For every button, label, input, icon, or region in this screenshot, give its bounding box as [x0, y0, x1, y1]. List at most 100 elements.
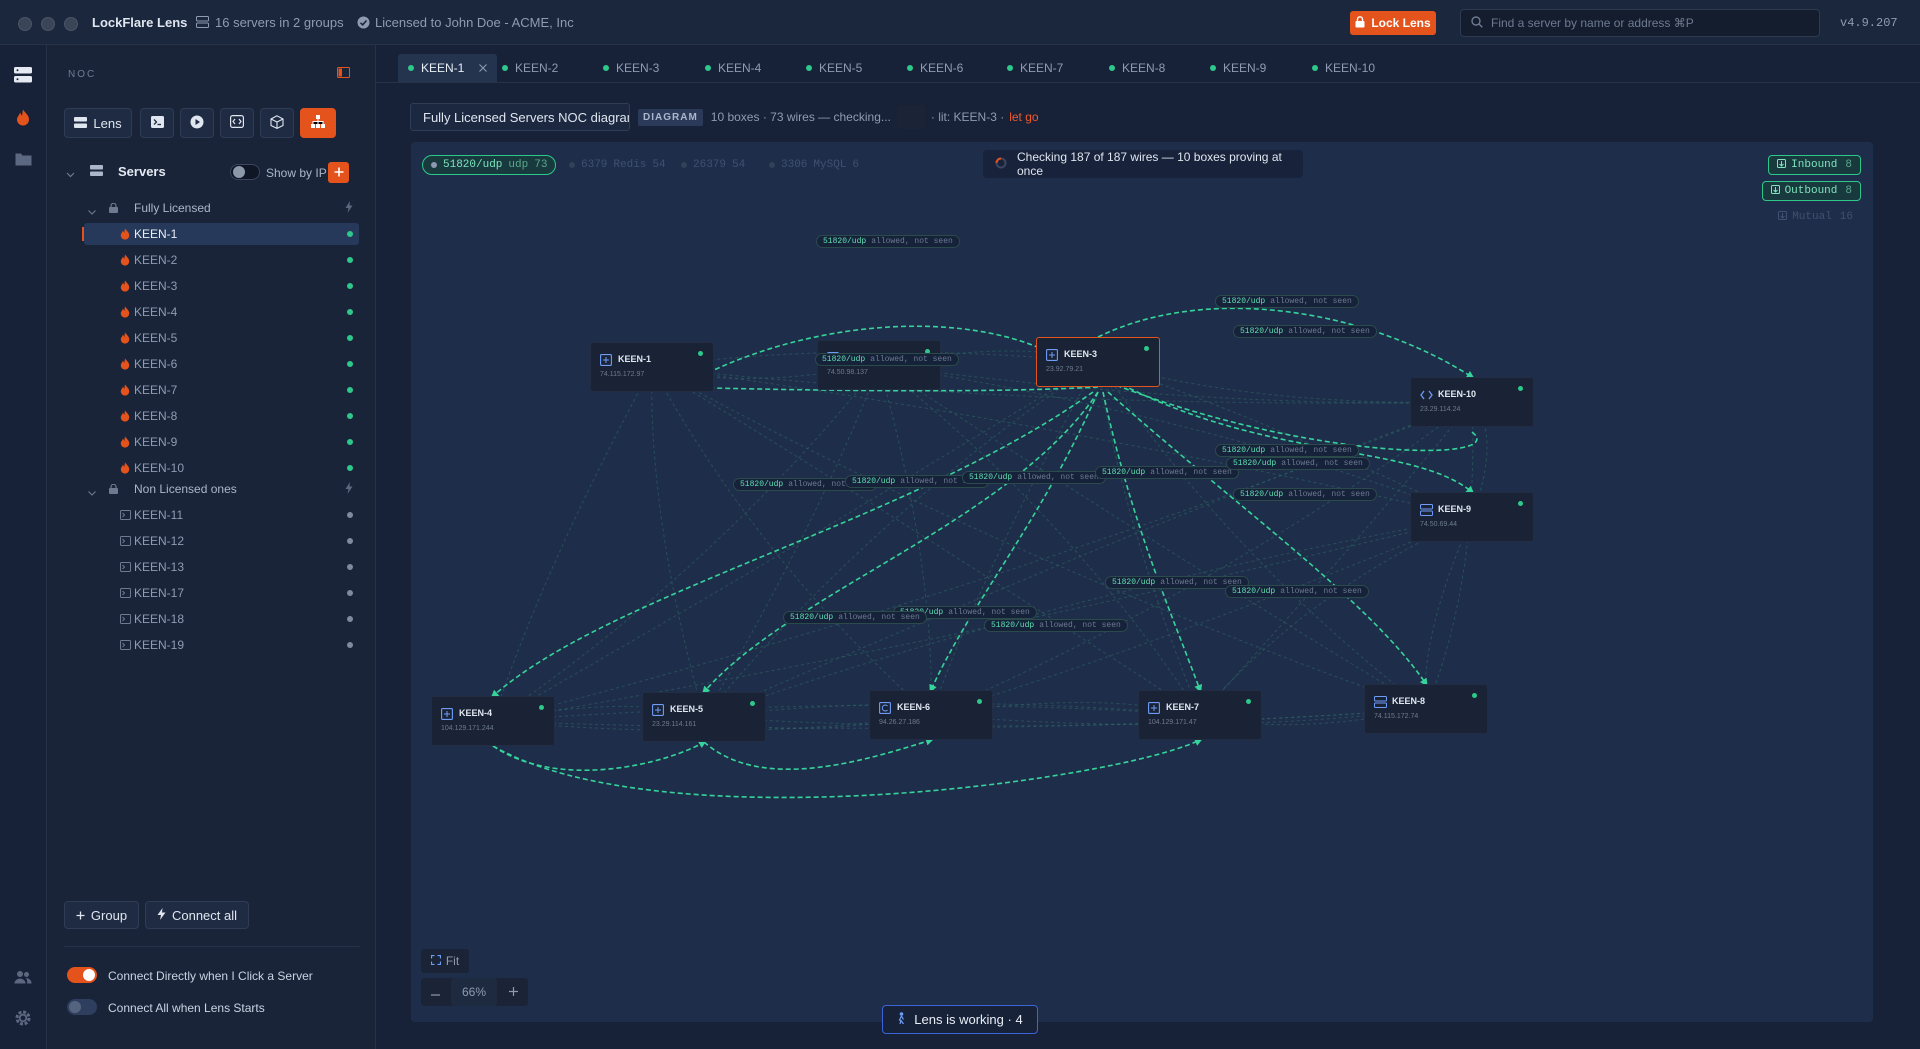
- tab-keen-6[interactable]: KEEN-6: [897, 54, 973, 82]
- connect-all-button[interactable]: Connect all: [145, 901, 249, 929]
- rail-servers-icon[interactable]: [13, 65, 33, 85]
- active-wire[interactable]: [929, 391, 1099, 693]
- active-wire[interactable]: [492, 738, 1203, 799]
- rail-folder-icon[interactable]: [13, 149, 33, 169]
- tab-keen-7[interactable]: KEEN-7: [997, 54, 1073, 82]
- tab-keen-1[interactable]: KEEN-1: [398, 54, 498, 82]
- rail-settings-gear-icon[interactable]: [13, 1008, 33, 1028]
- play-button[interactable]: [180, 108, 214, 138]
- active-wire[interactable]: [702, 391, 1099, 695]
- connect-all-start-toggle[interactable]: [67, 999, 97, 1015]
- sidebar-item-keen-1[interactable]: KEEN-1: [82, 223, 359, 245]
- rail-flame-icon[interactable]: [13, 107, 33, 127]
- active-wire[interactable]: [492, 740, 707, 772]
- diagram-button[interactable]: [300, 108, 336, 138]
- server-group[interactable]: Fully Licensed: [84, 197, 359, 219]
- package-button[interactable]: [260, 108, 294, 138]
- terminal-button[interactable]: [140, 108, 174, 138]
- active-wire[interactable]: [490, 391, 1094, 698]
- tab-keen-8[interactable]: KEEN-8: [1099, 54, 1175, 82]
- active-wire[interactable]: [703, 737, 934, 770]
- show-by-ip-toggle[interactable]: [230, 164, 260, 180]
- rail-users-icon[interactable]: [13, 967, 33, 987]
- active-wire[interactable]: [1097, 307, 1475, 379]
- sidebar-item-keen-3[interactable]: KEEN-3: [84, 275, 359, 297]
- add-group-button[interactable]: Group: [64, 901, 139, 929]
- window-close-button[interactable]: [18, 17, 32, 31]
- tab-keen-4[interactable]: KEEN-4: [695, 54, 771, 82]
- active-wire[interactable]: [1107, 391, 1428, 687]
- sidebar-item-keen-9[interactable]: KEEN-9: [84, 431, 359, 453]
- let-go-link[interactable]: let go: [1009, 110, 1039, 124]
- fit-button[interactable]: Fit: [421, 949, 469, 973]
- code-button[interactable]: [220, 108, 254, 138]
- active-wire[interactable]: [1105, 380, 1478, 452]
- lock-lens-button[interactable]: Lock Lens: [1350, 11, 1436, 35]
- sidebar-item-keen-7[interactable]: KEEN-7: [84, 379, 359, 401]
- server-group[interactable]: Non Licensed ones: [84, 478, 359, 500]
- sidebar-item-keen-4[interactable]: KEEN-4: [84, 301, 359, 323]
- sidebar-item-keen-18[interactable]: KEEN-18: [84, 608, 359, 630]
- close-icon[interactable]: [479, 61, 488, 75]
- lens-working-indicator[interactable]: Lens is working · 4: [882, 1005, 1038, 1034]
- sidebar-item-keen-8[interactable]: KEEN-8: [84, 405, 359, 427]
- add-server-button[interactable]: [328, 162, 349, 183]
- chevron-down-icon[interactable]: [66, 167, 75, 181]
- sidebar-item-keen-10[interactable]: KEEN-10: [84, 457, 359, 479]
- sidebar-item-keen-12[interactable]: KEEN-12: [84, 530, 359, 552]
- sidebar-item-keen-13[interactable]: KEEN-13: [84, 556, 359, 578]
- window-maximize-button[interactable]: [64, 17, 78, 31]
- sidebar-item-keen-17[interactable]: KEEN-17: [84, 582, 359, 604]
- diagram-title-input[interactable]: Fully Licensed Servers NOC diagram: [410, 103, 630, 131]
- zoom-out-button[interactable]: [421, 978, 449, 1006]
- active-wire[interactable]: [668, 383, 1099, 392]
- sidebar-item-keen-19[interactable]: KEEN-19: [84, 634, 359, 656]
- tab-keen-5[interactable]: KEEN-5: [796, 54, 872, 82]
- sidebar-item-keen-5[interactable]: KEEN-5: [84, 327, 359, 349]
- group-lightning-icon[interactable]: [345, 482, 353, 497]
- window-minimize-button[interactable]: [41, 17, 55, 31]
- collapse-sidebar-icon[interactable]: [337, 67, 350, 81]
- connect-directly-toggle[interactable]: [67, 967, 97, 983]
- server-search-input[interactable]: Find a server by name or address ⌘P: [1460, 9, 1820, 37]
- tab-keen-10[interactable]: KEEN-10: [1302, 54, 1385, 82]
- sidebar-item-keen-2[interactable]: KEEN-2: [84, 249, 359, 271]
- tab-keen-2[interactable]: KEEN-2: [492, 54, 568, 82]
- zoom-in-button[interactable]: [499, 978, 527, 1006]
- sidebar-item-keen-11[interactable]: KEEN-11: [84, 504, 359, 526]
- sidebar-item-keen-6[interactable]: KEEN-6: [84, 353, 359, 375]
- group-lightning-icon[interactable]: [345, 201, 353, 216]
- tab-keen-3[interactable]: KEEN-3: [593, 54, 669, 82]
